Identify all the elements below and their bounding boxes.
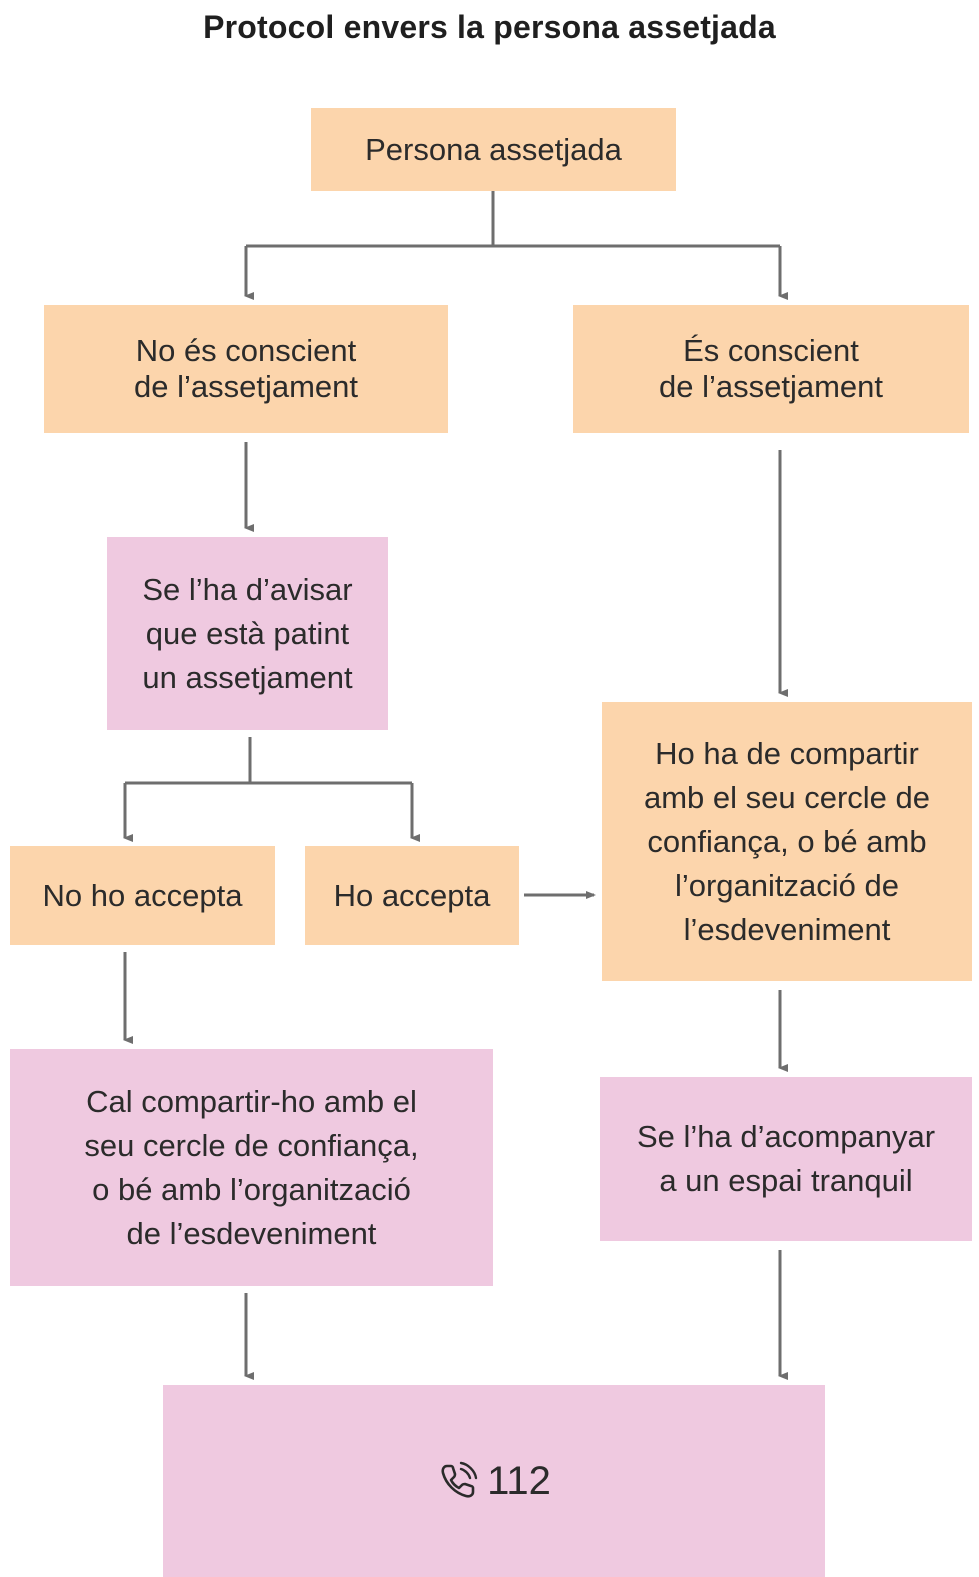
node-line: És conscient xyxy=(683,333,859,368)
node-line: o bé amb l’organització xyxy=(92,1171,411,1207)
node-emergencia-112: 112 xyxy=(163,1385,825,1577)
node-line: seu cercle de confiança, xyxy=(84,1127,419,1163)
node-line: Cal compartir-ho amb el xyxy=(86,1083,417,1119)
node-line: Se l’ha d’avisar xyxy=(142,571,353,607)
node-line: l’esdeveniment xyxy=(683,911,891,947)
node-line: No és conscient xyxy=(135,333,357,368)
node-line: de l’assetjament xyxy=(658,369,883,404)
node-line: Persona assetjada xyxy=(365,131,622,167)
node-line: amb el seu cercle de xyxy=(643,779,931,815)
node-ho-accepta: Ho accepta xyxy=(305,846,519,945)
node-no-ho-accepta: No ho accepta xyxy=(10,846,275,945)
node-es-conscient: És conscient de l’assetjament xyxy=(573,305,969,433)
phone-icon xyxy=(437,1460,479,1502)
node-line: l’organització de xyxy=(674,867,899,903)
node-cal-compartir: Cal compartir-ho amb el seu cercle de co… xyxy=(10,1049,493,1286)
node-line: confiança, o bé amb xyxy=(647,823,927,859)
diagram-title: Protocol envers la persona assetjada xyxy=(203,8,776,45)
node-persona-assetjada: Persona assetjada xyxy=(311,108,676,191)
node-line: Se l’ha d’acompanyar xyxy=(636,1119,936,1154)
node-line: de l’esdeveniment xyxy=(126,1215,377,1251)
node-line: un assetjament xyxy=(142,659,353,695)
node-line: que està patint xyxy=(145,615,350,651)
node-line: No ho accepta xyxy=(42,877,243,913)
node-line: Ho ha de compartir xyxy=(655,735,919,771)
node-compartir-cercle: Ho ha de compartir amb el seu cercle de … xyxy=(602,702,972,981)
node-line: a un espai tranquil xyxy=(659,1163,913,1198)
node-line: de l’assetjament xyxy=(133,369,358,404)
node-acompanyar: Se l’ha d’acompanyar a un espai tranquil xyxy=(600,1077,972,1241)
node-avisar: Se l’ha d’avisar que està patint un asse… xyxy=(107,537,388,730)
node-no-conscient: No és conscient de l’assetjament xyxy=(44,305,448,433)
node-line: Ho accepta xyxy=(333,877,491,913)
emergency-number: 112 xyxy=(487,1459,551,1503)
